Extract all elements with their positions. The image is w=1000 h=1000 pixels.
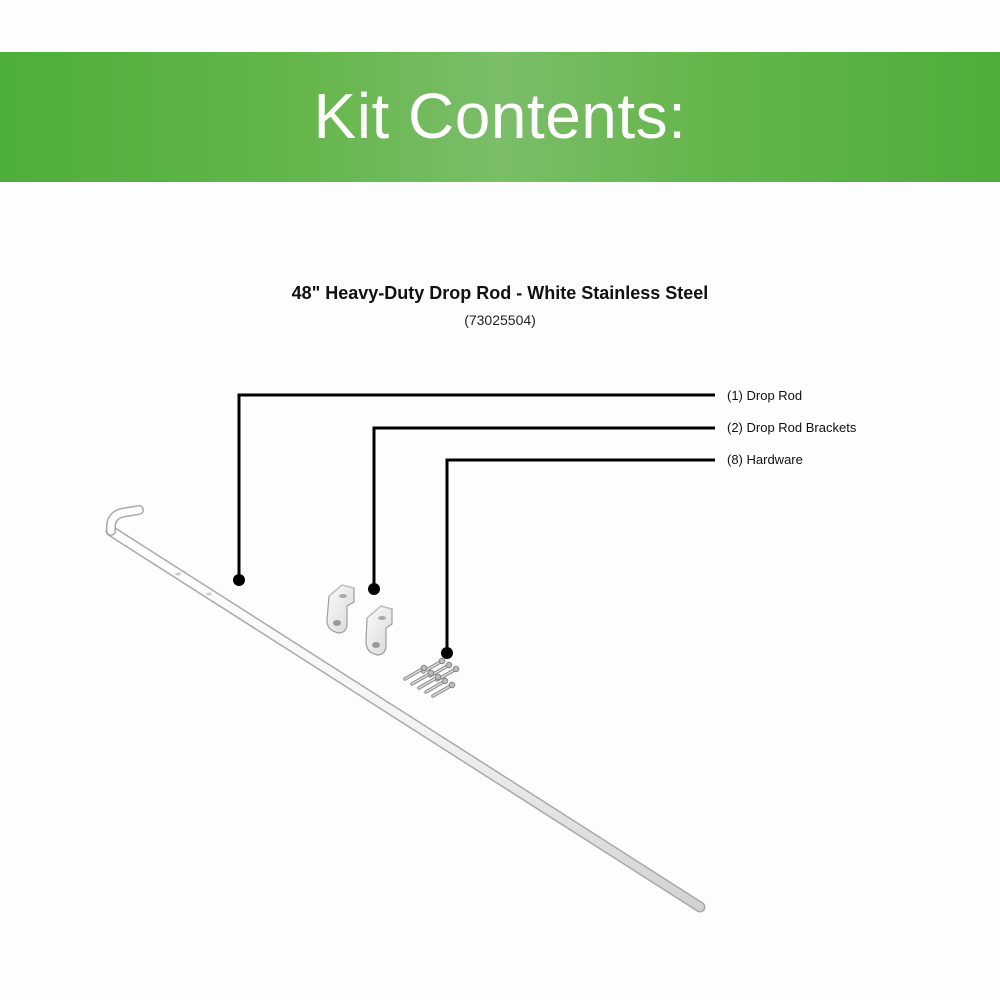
- drop-rod-image: [105, 505, 706, 913]
- product-title: 48" Heavy-Duty Drop Rod - White Stainles…: [291, 283, 709, 303]
- callout-line-hardware: [441, 458, 715, 659]
- header-banner: Kit Contents:: [0, 52, 1000, 182]
- screw-hardware-image: [403, 657, 460, 698]
- callout-line-drop-rod: [233, 393, 715, 586]
- callout-label-hardware: (8) Hardware: [727, 452, 803, 467]
- product-sku: (73025504): [464, 312, 536, 328]
- drop-rod-bracket-image: [326, 584, 393, 656]
- callout-label-drop-rod-brackets: (2) Drop Rod Brackets: [727, 420, 857, 435]
- banner-title: Kit Contents:: [313, 80, 687, 152]
- callout-label-drop-rod: (1) Drop Rod: [727, 388, 803, 403]
- callout-line-drop-rod-brackets: [368, 426, 715, 595]
